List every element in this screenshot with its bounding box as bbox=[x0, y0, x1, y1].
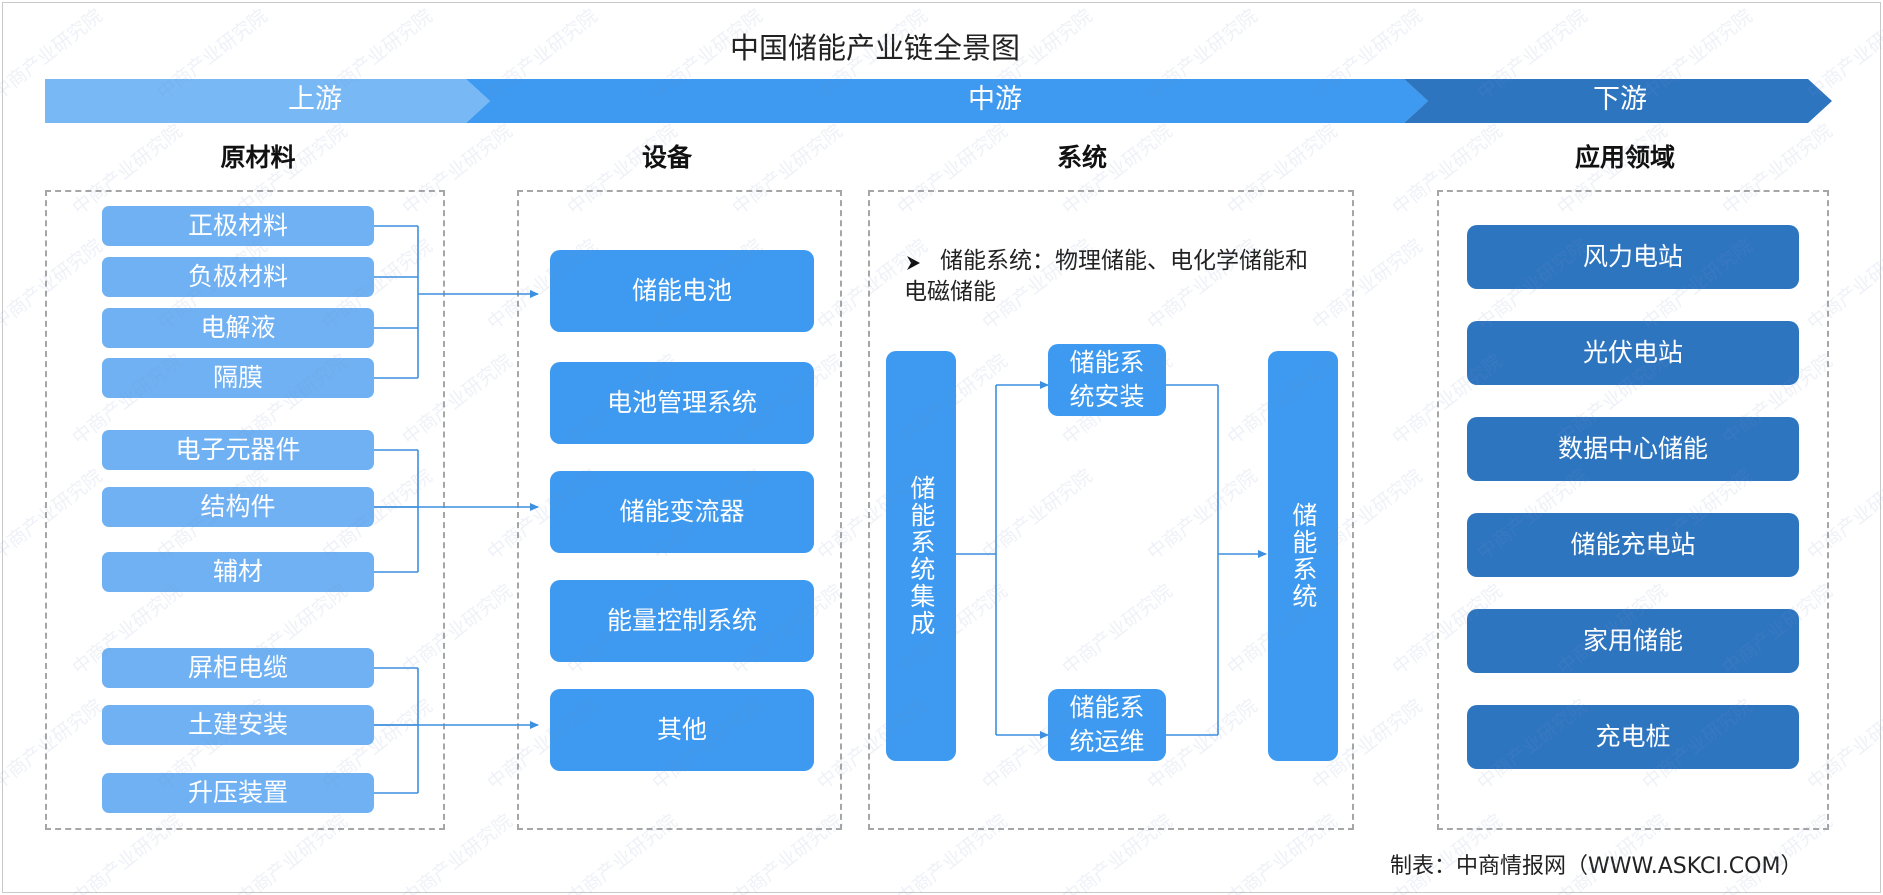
system-integration-label: 储能系统集成 bbox=[906, 475, 936, 637]
application-home-storage: 家用储能 bbox=[1467, 609, 1799, 673]
material-auxiliary: 辅材 bbox=[102, 552, 374, 592]
midstream-label: 中游 bbox=[968, 84, 1022, 115]
upstream-label: 上游 bbox=[288, 84, 342, 115]
source-credit: 制表：中商情报网（WWW.ASKCI.COM） bbox=[1390, 854, 1803, 879]
upstream-band bbox=[45, 79, 490, 123]
system-integration-box: 储能系统集成 bbox=[886, 351, 956, 761]
material-structural-parts: 结构件 bbox=[102, 487, 374, 527]
arrow-bullet-icon bbox=[907, 256, 920, 270]
applications-title: 应用领域 bbox=[1574, 143, 1675, 172]
material-cabinet-cable: 屏柜电缆 bbox=[102, 648, 374, 688]
material-anode: 负极材料 bbox=[102, 257, 374, 297]
equipment-title: 设备 bbox=[641, 143, 692, 172]
system-panel bbox=[868, 190, 1354, 830]
group3-bracket bbox=[374, 667, 419, 794]
equipment-pcs: 储能变流器 bbox=[550, 471, 814, 553]
midstream-band bbox=[466, 79, 1428, 123]
diagram-title: 中国储能产业链全景图 bbox=[729, 31, 1020, 65]
raw-materials-title: 原材料 bbox=[220, 143, 296, 172]
system-types-text: 储能系统：物理储能、电化学储能和电磁储能 bbox=[904, 248, 1308, 305]
merge-lines bbox=[1166, 384, 1219, 736]
system-installation-label: 储能系统安装 bbox=[1069, 348, 1145, 411]
system-operation-box: 储能系统运维 bbox=[1048, 689, 1166, 761]
equipment-panel bbox=[517, 190, 842, 830]
downstream-band bbox=[1404, 79, 1832, 123]
integration-to-split bbox=[956, 385, 997, 735]
equipment-battery: 储能电池 bbox=[550, 250, 814, 332]
downstream-label: 下游 bbox=[1593, 84, 1647, 115]
raw-materials-panel bbox=[45, 190, 445, 830]
system-title: 系统 bbox=[1056, 143, 1107, 172]
material-electronic-components: 电子元器件 bbox=[102, 430, 374, 470]
application-charging-station: 储能充电站 bbox=[1467, 513, 1799, 577]
storage-system-label: 储能系统 bbox=[1288, 502, 1318, 610]
equipment-other: 其他 bbox=[550, 689, 814, 771]
material-civil-installation: 土建安装 bbox=[102, 705, 374, 745]
storage-system-box: 储能系统 bbox=[1268, 351, 1338, 761]
group1-bracket bbox=[374, 225, 419, 379]
system-types-note: 储能系统：物理储能、电化学储能和电磁储能 bbox=[904, 246, 1324, 308]
system-operation-label: 储能系统运维 bbox=[1069, 693, 1145, 756]
material-booster-device: 升压装置 bbox=[102, 773, 374, 813]
material-separator: 隔膜 bbox=[102, 358, 374, 398]
applications-panel bbox=[1437, 190, 1829, 830]
application-solar-power: 光伏电站 bbox=[1467, 321, 1799, 385]
group2-bracket bbox=[374, 449, 419, 573]
system-installation-box: 储能系统安装 bbox=[1048, 344, 1166, 416]
material-electrolyte: 电解液 bbox=[102, 308, 374, 348]
equipment-ems: 能量控制系统 bbox=[550, 580, 814, 662]
equipment-bms: 电池管理系统 bbox=[550, 362, 814, 444]
application-charging-pile: 充电桩 bbox=[1467, 705, 1799, 769]
material-cathode: 正极材料 bbox=[102, 206, 374, 246]
application-wind-power: 风力电站 bbox=[1467, 225, 1799, 289]
application-data-center: 数据中心储能 bbox=[1467, 417, 1799, 481]
